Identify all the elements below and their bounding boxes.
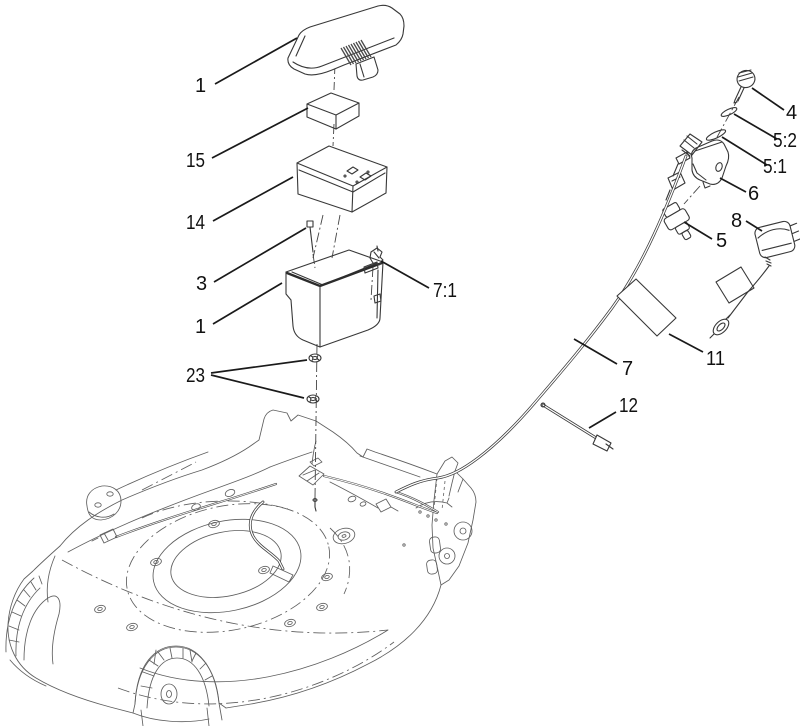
leader-line-23 bbox=[210, 374, 305, 399]
leader-line-1 bbox=[212, 282, 283, 325]
leader-line-7:1 bbox=[380, 260, 430, 289]
callout-1-cover: 1 bbox=[195, 75, 206, 97]
leader-line-6 bbox=[719, 177, 747, 193]
callout-4: 4 bbox=[786, 102, 797, 124]
leader-line-4 bbox=[751, 87, 785, 111]
leader-line-14 bbox=[212, 176, 294, 222]
charger-plug bbox=[709, 314, 731, 339]
battery-box bbox=[285, 249, 384, 348]
deck-bolt-holes bbox=[94, 519, 356, 632]
ignition-cable bbox=[394, 154, 688, 494]
charger-card bbox=[715, 266, 755, 304]
leader-line-15 bbox=[211, 107, 309, 159]
left-wheel-arch bbox=[5, 575, 61, 687]
leader-line-5:1 bbox=[721, 136, 768, 166]
leader-line-23 bbox=[210, 359, 308, 374]
callout-12: 12 bbox=[619, 395, 638, 417]
callout-6: 6 bbox=[748, 183, 759, 205]
callout-layer: 1 15 14 3 1 23 7:1 4 5:2 5:16 58 11 7 12 bbox=[186, 37, 797, 429]
leader-line-11 bbox=[668, 333, 704, 353]
callout-5-2: 5:2 bbox=[773, 130, 797, 152]
leader-line-3 bbox=[213, 227, 307, 283]
leader-line-1 bbox=[214, 37, 298, 85]
front-wheel-arch bbox=[132, 645, 223, 726]
grip-stripes bbox=[340, 39, 372, 66]
callout-7-1: 7:1 bbox=[433, 280, 457, 302]
callout-3: 3 bbox=[196, 273, 207, 295]
leader-line-5 bbox=[683, 221, 713, 240]
spacer-5-1 bbox=[705, 129, 727, 141]
callout-14: 14 bbox=[186, 212, 205, 234]
callout-5: 5 bbox=[716, 230, 727, 252]
instruction-label bbox=[616, 278, 677, 337]
callout-5-1: 5:1 bbox=[763, 156, 787, 178]
callout-23: 23 bbox=[186, 365, 205, 387]
rear-bracket bbox=[402, 470, 473, 586]
mounting-screw-tip bbox=[312, 497, 318, 512]
assembly-axes bbox=[312, 63, 740, 499]
connector-plug bbox=[662, 202, 692, 241]
spacer-5-2 bbox=[720, 107, 738, 117]
wire-clip bbox=[369, 245, 384, 266]
carriage-bolt bbox=[306, 220, 314, 253]
foam-pad bbox=[306, 92, 360, 130]
cable-tie bbox=[540, 402, 614, 452]
mount-pad bbox=[86, 451, 209, 521]
battery-cover bbox=[287, 4, 405, 81]
leader-line-12 bbox=[588, 411, 617, 429]
harness-connectors bbox=[665, 133, 703, 201]
battery-terminals bbox=[343, 166, 372, 184]
blade-opening bbox=[126, 503, 330, 633]
callout-7: 7 bbox=[622, 358, 633, 380]
callout-1-box: 1 bbox=[195, 316, 206, 338]
battery-charger bbox=[709, 220, 800, 339]
leader-line-5:2 bbox=[733, 113, 778, 140]
leader-line-7 bbox=[573, 338, 618, 365]
battery bbox=[296, 145, 388, 213]
callout-8: 8 bbox=[731, 210, 742, 232]
leader-line-8 bbox=[745, 220, 763, 232]
key-switch bbox=[690, 139, 730, 189]
mower-deck bbox=[5, 409, 477, 726]
ignition-key bbox=[733, 69, 756, 104]
callout-11: 11 bbox=[706, 348, 725, 370]
callout-15: 15 bbox=[186, 150, 205, 172]
deck-wiring-harness bbox=[91, 440, 440, 583]
lock-washers bbox=[306, 353, 322, 404]
